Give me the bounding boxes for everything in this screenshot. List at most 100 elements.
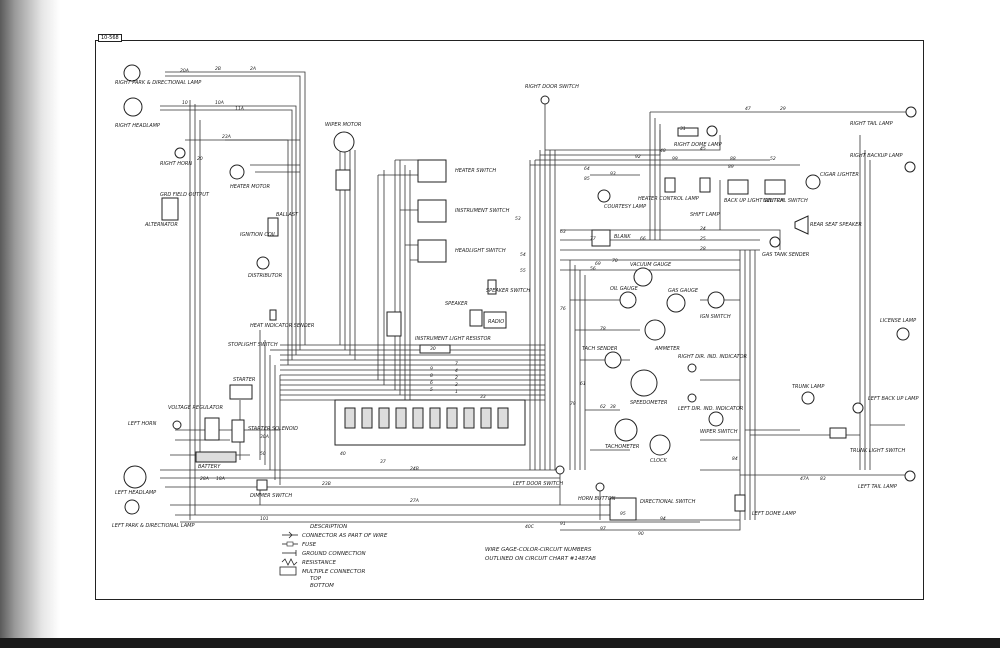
left-horn-icon	[172, 420, 182, 430]
wire-label: 56	[590, 266, 596, 272]
label-heater-switch: HEATER SWITCH	[455, 168, 496, 174]
left-back-up-lamp-icon	[852, 402, 864, 414]
label-battery: BATTERY	[198, 464, 221, 470]
wire-harness	[160, 71, 910, 531]
label-speedometer: SPEEDOMETER	[630, 400, 667, 406]
wire-label: 52	[770, 156, 776, 162]
wire-label: 79	[570, 401, 576, 407]
sheet-id: 10-568	[98, 34, 122, 42]
wire-label: 30	[430, 346, 436, 352]
instrument-switch-icon	[417, 199, 447, 223]
tach-sender-icon	[604, 351, 622, 369]
label-radio: RADIO	[488, 319, 504, 325]
wire-label: 31	[680, 126, 686, 132]
wire-label: 40	[340, 451, 346, 457]
wire-label: 63	[560, 229, 566, 235]
starter-icon	[229, 384, 253, 400]
wire-label: 50	[260, 451, 266, 457]
label-gas-gauge: GAS GAUGE	[668, 288, 699, 294]
wire-label: 45	[700, 146, 706, 152]
wire-label: 83	[820, 476, 826, 482]
back-up-light-switch-icon	[727, 179, 749, 195]
wire-label: 88	[730, 156, 736, 162]
multiple-connector-icon	[386, 311, 402, 337]
horn-button-icon	[595, 482, 605, 492]
wire-label: 91	[560, 521, 566, 527]
label-heat-indicator: HEAT INDICATOR SENDER	[250, 323, 314, 329]
legend-connector: CONNECTOR AS PART OF WIRE	[302, 533, 388, 539]
label-right-dir-ind: RIGHT DIR. IND. INDICATOR	[678, 354, 747, 360]
label-right-horn: RIGHT HORN	[160, 161, 192, 167]
wire-label: 48	[660, 148, 666, 154]
label-heater-control-lamp: HEATER CONTROL LAMP	[638, 196, 699, 202]
label-oil-gauge: OIL GAUGE	[610, 286, 639, 292]
wire-label: 6	[430, 380, 433, 386]
label-left-back-up-lamp: LEFT BACK UP LAMP	[868, 396, 918, 402]
left-park-lamp-icon	[124, 499, 140, 515]
label-clock: CLOCK	[650, 458, 668, 464]
wire-label: 66	[640, 236, 646, 242]
label-right-tail-lamp: RIGHT TAIL LAMP	[850, 121, 893, 127]
wire-label: 92	[635, 154, 641, 160]
label-wiper-switch: WIPER SWITCH	[700, 429, 738, 435]
label-rear-seat-speaker: REAR SEAT SPEAKER	[810, 222, 862, 228]
book-spine-shadow	[0, 0, 60, 648]
alternator-icon	[161, 197, 179, 221]
right-door-switch-icon	[540, 95, 550, 105]
blank-connector-icon	[591, 229, 611, 247]
wire-label: 8	[430, 373, 433, 379]
wire-label: 47A	[800, 476, 809, 482]
neutral-switch-icon	[764, 179, 786, 195]
right-dir-ind-icon	[687, 363, 697, 373]
wire-label: 37	[380, 459, 386, 465]
legend-fuse: FUSE	[302, 542, 317, 548]
voltage-regulator-icon	[204, 417, 220, 441]
label-right-backup-lamp: RIGHT BACKUP LAMP	[850, 153, 903, 159]
wire-label: 97	[600, 526, 606, 532]
right-horn-icon	[174, 147, 186, 159]
label-neutral-switch: NEUTRAL SWITCH	[763, 198, 808, 204]
label-license-lamp: LICENSE LAMP	[880, 318, 916, 324]
wire-label: 29	[780, 106, 786, 112]
wire-label: 62	[600, 404, 606, 410]
wire-label: 61	[580, 381, 586, 387]
label-starter: STARTER	[233, 377, 255, 383]
left-dome-lamp-icon	[734, 494, 746, 512]
component-shapes	[123, 64, 917, 521]
wire-label: 95	[620, 511, 626, 517]
wire-label: 99	[672, 156, 678, 162]
rear-seat-speaker-icon	[794, 215, 809, 235]
dimmer-switch-icon	[256, 479, 268, 491]
wire-label: 2A	[250, 66, 256, 72]
heater-control-lamp-icon	[664, 177, 676, 193]
battery-icon	[195, 451, 237, 463]
wire-label: 2B	[215, 66, 221, 72]
label-voltage-regulator: VOLTAGE REGULATOR	[168, 405, 223, 411]
wire-label: 38	[610, 404, 616, 410]
wiper-switch-icon	[708, 411, 724, 427]
wire-label: 4	[455, 368, 458, 374]
wire-label: 70	[612, 258, 618, 264]
wire-label: 30A	[260, 434, 269, 440]
wire-label: 3	[455, 382, 458, 388]
label-wiper-motor: WIPER MOTOR	[325, 122, 361, 128]
wire-label: 20	[197, 156, 203, 162]
wire-label: 11A	[235, 106, 244, 112]
courtesy-lamp-icon	[597, 189, 611, 203]
label-dimmer-switch: DIMMER SWITCH	[250, 493, 292, 499]
label-trunk-light-switch: TRUNK LIGHT SWITCH	[850, 448, 905, 454]
wire-label: 89	[728, 164, 734, 170]
clock-icon	[649, 434, 671, 456]
cigar-lighter-icon	[805, 174, 821, 190]
wire-label: 85	[584, 176, 590, 182]
label-directional-switch: DIRECTIONAL SWITCH	[640, 499, 696, 505]
gas-tank-sender-icon	[769, 236, 781, 248]
label-horn-button: HORN BUTTON	[578, 496, 616, 502]
distributor-icon	[256, 256, 270, 270]
right-dome-lamp-bulb-icon	[706, 125, 718, 137]
scan-bottom-edge	[0, 638, 1000, 648]
wire-label: 28	[700, 246, 706, 252]
label-headlight-switch: HEADLIGHT SWITCH	[455, 248, 506, 254]
wire-label: 53	[515, 216, 521, 222]
